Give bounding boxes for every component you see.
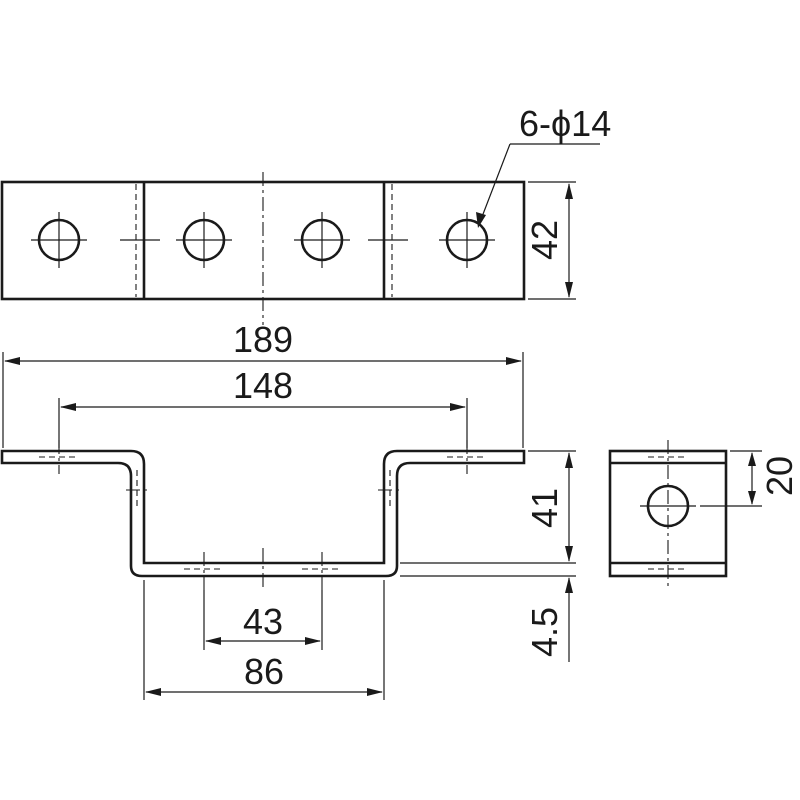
- dim-41-arrow-top: [565, 452, 573, 468]
- hole-center-marks: [31, 212, 495, 268]
- front-view: 189 148 41: [0, 319, 576, 700]
- dim-86-arrow-left: [145, 688, 161, 696]
- dim-4.5-label: 4.5: [524, 607, 565, 657]
- front-hole-marks: [39, 440, 487, 590]
- callout-leader: [479, 143, 511, 223]
- dim-42-arrow-top: [565, 183, 573, 199]
- callout-arrow: [476, 212, 486, 228]
- dim-42-arrow-bottom: [565, 282, 573, 298]
- dim-43-arrow-right: [305, 637, 321, 645]
- dim-20-arrow-top: [748, 452, 756, 466]
- dim-148-arrow-right: [450, 403, 466, 411]
- dim-148-label: 148: [233, 365, 293, 406]
- dim-189-arrow-left: [4, 357, 20, 365]
- dim-43-arrow-left: [205, 637, 221, 645]
- dim-4.5-arrow: [565, 577, 573, 593]
- dim-189-arrow-right: [506, 357, 522, 365]
- dim-41-label: 41: [524, 488, 565, 528]
- dim-86-label: 86: [244, 651, 284, 692]
- dim-41-arrow-bottom: [565, 546, 573, 562]
- front-view-profile: [0, 449, 526, 578]
- dim-148-arrow-left: [60, 403, 76, 411]
- dim-43-label: 43: [243, 601, 283, 642]
- dim-189-label: 189: [233, 319, 293, 360]
- dim-20-arrow-bottom: [748, 491, 756, 505]
- dim-42-label: 42: [524, 220, 565, 260]
- hole-callout-label: 6-ϕ14: [519, 103, 611, 144]
- top-view: 6-ϕ14 42: [0, 103, 611, 325]
- dim-86-arrow-right: [367, 688, 383, 696]
- side-view: 20: [608, 440, 800, 590]
- dim-20-label: 20: [759, 456, 800, 496]
